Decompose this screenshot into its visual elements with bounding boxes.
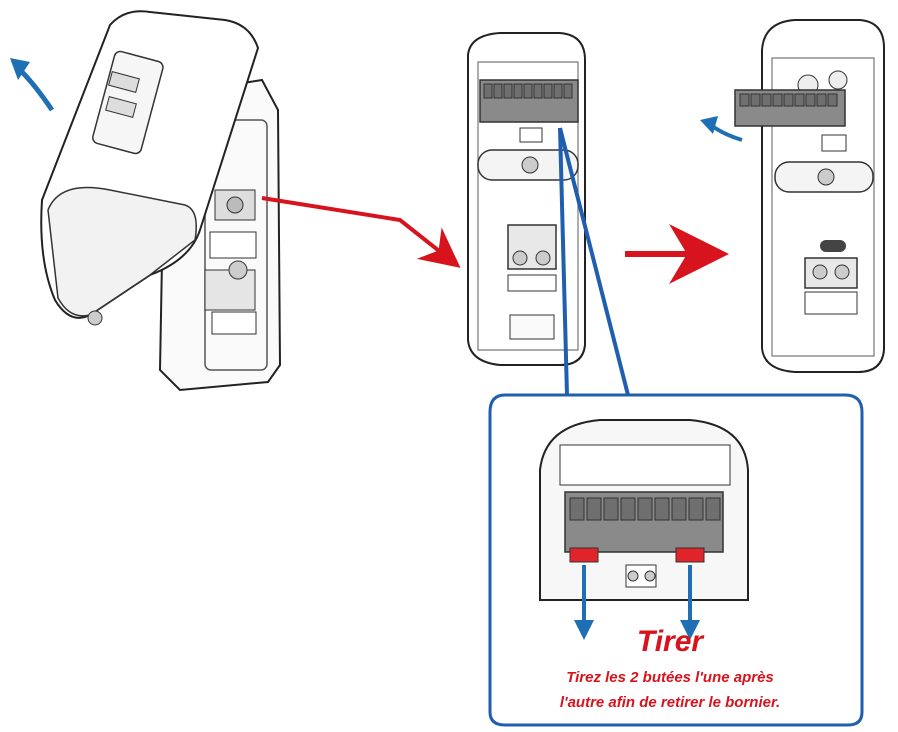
open-cover-arrowhead [10, 58, 30, 80]
callout-title: Tirer [636, 625, 704, 658]
remove-block-arrow [710, 124, 743, 142]
detector-step-3 [734, 19, 885, 373]
right-tab [675, 547, 705, 563]
callout-connector [558, 127, 630, 396]
open-cover-arrow [20, 70, 55, 112]
detector-step-2 [467, 32, 586, 366]
detector-step-1 [40, 10, 282, 392]
callout-instruction-line-2: l'autre afin de retirer le bornier. [559, 694, 781, 711]
callout-instruction-line-1: Tirez les 2 butées l'une après [566, 669, 774, 686]
zoom-detail [539, 419, 749, 601]
left-tab [569, 547, 599, 563]
arrow-step1-to-step2 [261, 196, 461, 268]
remove-block-arrowhead [700, 116, 718, 134]
pull-arrows [574, 565, 700, 640]
